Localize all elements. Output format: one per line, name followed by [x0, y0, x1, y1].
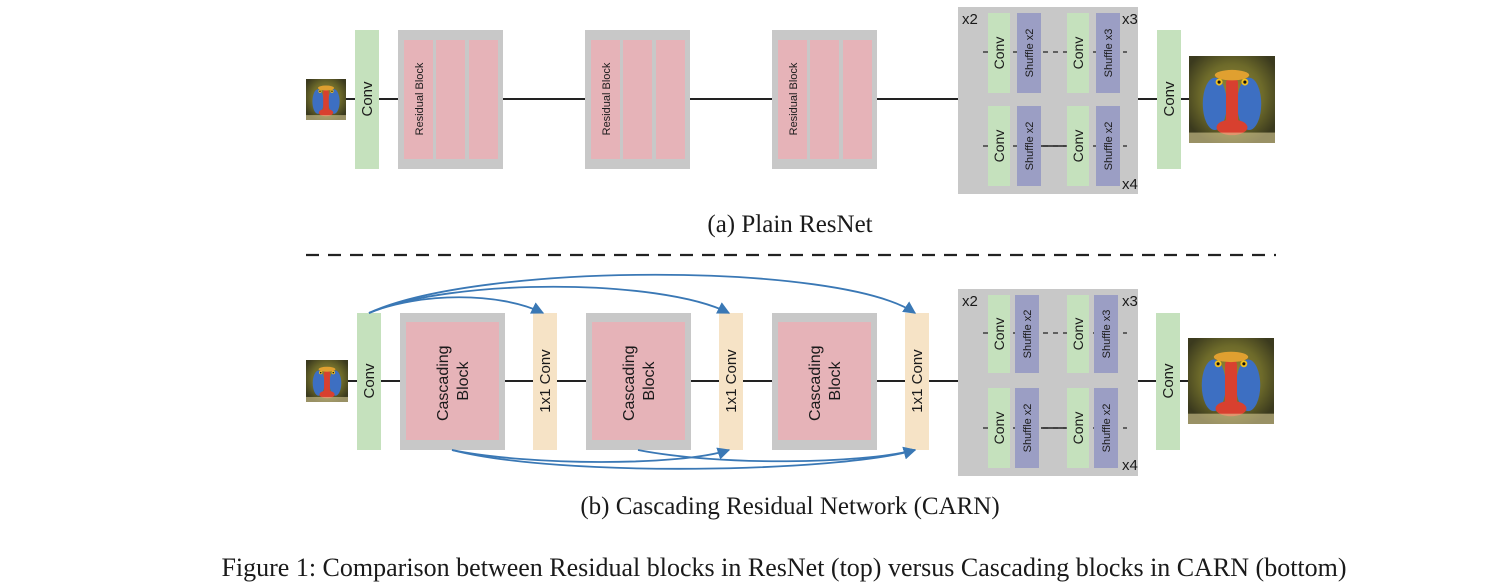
conv-layer: Conv	[1157, 30, 1181, 169]
upsampler: x2 x3 x4 Conv Shuffle x2 Conv Shuffle x3…	[958, 289, 1138, 476]
conv-label: Conv	[991, 412, 1007, 445]
conv-layer: Conv	[357, 313, 381, 450]
cascading-block: Cascading Block	[586, 313, 691, 450]
conv1x1-label: 1x1 Conv	[537, 349, 554, 413]
cascading-block-label: Block	[641, 360, 658, 400]
residual-block-label: Residual Block	[414, 62, 426, 135]
scale-x2-label: x2	[962, 293, 978, 310]
cascading-block: Cascading Block	[772, 313, 877, 450]
panel-a-caption: (a) Plain ResNet	[707, 211, 872, 238]
residual-block: Residual Block	[772, 30, 877, 169]
output-image-icon	[1189, 56, 1275, 143]
conv-label: Conv	[991, 130, 1007, 163]
residual-block: Residual Block	[585, 30, 690, 169]
cascade-arrow	[368, 296, 545, 314]
cascading-block-label: Cascading	[621, 345, 638, 421]
conv-label: Conv	[1070, 130, 1086, 163]
shuffle-label: Shuffle x2	[1101, 404, 1113, 453]
residual-block: Residual Block	[398, 30, 503, 169]
shuffle-label: Shuffle x3	[1103, 29, 1115, 78]
cascading-block-label: Block	[455, 360, 472, 400]
conv-label: Conv	[1160, 363, 1177, 399]
conv1x1-label: 1x1 Conv	[909, 349, 926, 413]
svg-text:Cascading Block: Cascading Block	[807, 341, 844, 421]
cascade-arrow	[637, 446, 917, 463]
cascading-block-label: Block	[827, 360, 844, 400]
conv-label: Conv	[359, 81, 376, 117]
conv-label: Conv	[1070, 318, 1086, 351]
figure-caption: Figure 1: Comparison between Residual bl…	[221, 553, 1346, 582]
conv-label: Conv	[1070, 412, 1086, 445]
input-image-icon	[306, 360, 348, 402]
shuffle-label: Shuffle x2	[1024, 122, 1036, 171]
cascade-arrow	[451, 447, 917, 470]
conv-label: Conv	[991, 37, 1007, 70]
conv1x1-layer: 1x1 Conv	[905, 313, 929, 450]
scale-x4-label: x4	[1122, 176, 1138, 193]
conv-label: Conv	[991, 318, 1007, 351]
input-image-icon	[306, 79, 346, 120]
shuffle-label: Shuffle x2	[1022, 310, 1034, 359]
output-image-icon	[1188, 338, 1274, 424]
svg-text:Cascading Block: Cascading Block	[435, 341, 472, 421]
shuffle-label: Shuffle x2	[1022, 404, 1034, 453]
conv-label: Conv	[361, 363, 378, 399]
residual-block-label: Residual Block	[788, 62, 800, 135]
scale-x3-label: x3	[1122, 293, 1138, 310]
scale-x4-label: x4	[1122, 457, 1138, 474]
shuffle-label: Shuffle x2	[1103, 122, 1115, 171]
upsampler: x2 x3 x4 Conv Shuffle x2 Conv Shuffle x3…	[958, 7, 1138, 194]
conv1x1-label: 1x1 Conv	[723, 349, 740, 413]
conv-label: Conv	[1070, 37, 1086, 70]
scale-x3-label: x3	[1122, 11, 1138, 28]
panel-b-caption: (b) Cascading Residual Network (CARN)	[580, 493, 999, 520]
conv1x1-layer: 1x1 Conv	[533, 313, 557, 450]
panel-b: Conv Cascading Block Cascading Block Cas…	[306, 273, 1274, 520]
cascading-block-label: Cascading	[435, 345, 452, 421]
cascade-connections	[368, 273, 917, 470]
conv-layer: Conv	[355, 30, 379, 169]
conv1x1-layer: 1x1 Conv	[719, 313, 743, 450]
scale-x2-label: x2	[962, 11, 978, 28]
cascading-block-label: Cascading	[807, 345, 824, 421]
residual-block-label: Residual Block	[601, 62, 613, 135]
cascade-arrow	[368, 285, 731, 314]
cascade-arrow	[368, 273, 917, 314]
cascade-arrow	[451, 447, 731, 463]
conv-label: Conv	[1161, 81, 1178, 117]
shuffle-label: Shuffle x3	[1101, 310, 1113, 359]
panel-a: Conv Residual Block Residual Block Resid…	[306, 7, 1275, 238]
svg-text:Cascading Block: Cascading Block	[621, 341, 658, 421]
cascading-block: Cascading Block	[400, 313, 505, 450]
shuffle-label: Shuffle x2	[1024, 29, 1036, 78]
conv-layer: Conv	[1156, 313, 1180, 450]
